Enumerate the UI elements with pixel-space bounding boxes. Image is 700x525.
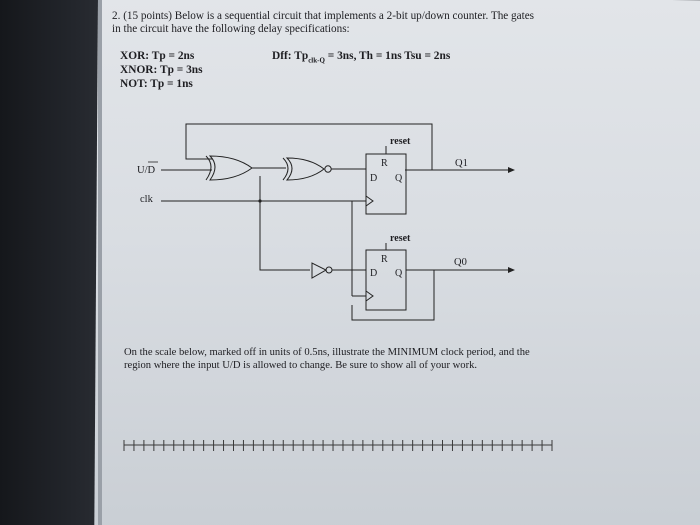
xnor-gate <box>285 157 325 181</box>
xor-delay: XOR: Tp = 2ns <box>120 50 195 62</box>
q1-output-label: Q1 <box>455 158 468 169</box>
ff0-d-label: D <box>370 268 377 279</box>
ff0-q-label: Q <box>395 268 403 279</box>
background-surface <box>0 0 105 525</box>
ff0-r-label: R <box>381 254 388 265</box>
dff-delay-subscript: clk-Q <box>308 56 325 65</box>
clk-label: clk <box>140 194 154 205</box>
dff-delay: Dff: Tpclk-Q = 3ns, Th = 1ns Tsu = 2ns <box>272 50 450 64</box>
q0-loop-wire <box>351 269 435 321</box>
ff1-r-label: R <box>381 158 388 169</box>
q0-arrowhead <box>508 267 515 273</box>
problem-statement: 2. (15 points) Below is a sequential cir… <box>112 10 534 36</box>
ud-label: U/D <box>137 165 156 176</box>
paper-edge <box>98 0 102 525</box>
q0-feedback-wire <box>259 201 310 271</box>
xnor-bubble <box>324 165 332 173</box>
ff1-q-label: Q <box>395 173 403 184</box>
clk-junction-dot <box>258 199 262 203</box>
q0-output-label: Q0 <box>454 257 467 268</box>
xor-gate <box>208 155 253 181</box>
not-gate <box>311 262 328 279</box>
xnor-delay: XNOR: Tp = 3ns <box>120 64 203 76</box>
ff1-clock-triangle <box>365 195 374 207</box>
instruction-line-2: region where the input U/D is allowed to… <box>124 360 478 371</box>
instruction-line-1: On the scale below, marked off in units … <box>124 347 530 358</box>
dff-delay-suffix: = 3ns, Th = 1ns Tsu = 2ns <box>324 50 451 62</box>
xnor-back-curve <box>282 157 289 181</box>
timing-scale <box>123 440 553 451</box>
reset-bottom-label: reset <box>390 233 411 244</box>
ff0-clock-triangle <box>365 290 374 302</box>
reset-top-label: reset <box>390 136 411 147</box>
q1-feedback-wire <box>185 123 433 171</box>
dff-delay-prefix: Dff: Tp <box>272 50 309 62</box>
ff1-d-label: D <box>370 173 377 184</box>
q1-arrowhead <box>508 167 515 173</box>
xor-back-curve <box>205 155 212 181</box>
problem-line-2: in the circuit have the following delay … <box>112 23 350 35</box>
not-delay: NOT: Tp = 1ns <box>120 78 193 90</box>
problem-line-1: 2. (15 points) Below is a sequential cir… <box>112 10 535 22</box>
